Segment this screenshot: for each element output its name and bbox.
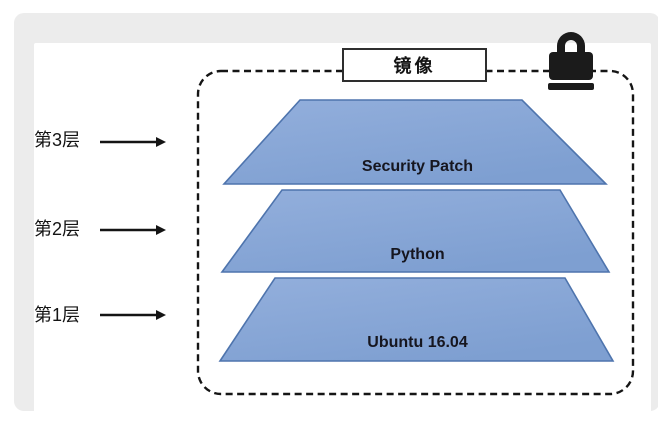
lock-base	[548, 83, 594, 90]
layer3-name-label: Security Patch	[361, 158, 474, 175]
lock-body	[549, 52, 593, 80]
layer1-trapezoid	[218, 277, 615, 362]
layer2-arrow	[100, 225, 166, 235]
layer1-name-label: Ubuntu 16.04	[367, 334, 468, 351]
layer2-side-label: 第2层	[34, 219, 81, 239]
layer1-arrow	[100, 310, 166, 320]
lock-shackle	[557, 32, 585, 58]
lock-icon	[548, 32, 594, 90]
image-title-box: 镜像	[342, 48, 487, 82]
layer3-trapezoid	[222, 99, 608, 185]
layer2-name-label: Python	[390, 246, 445, 263]
layer3-side-label: 第3层	[34, 130, 81, 150]
layer2-trapezoid	[220, 189, 611, 273]
layer3-arrow	[100, 137, 166, 147]
image-title-label: 镜像	[393, 56, 436, 76]
image-boundary-dashed-border	[196, 69, 635, 396]
layer1-side-label: 第1层	[34, 305, 81, 325]
